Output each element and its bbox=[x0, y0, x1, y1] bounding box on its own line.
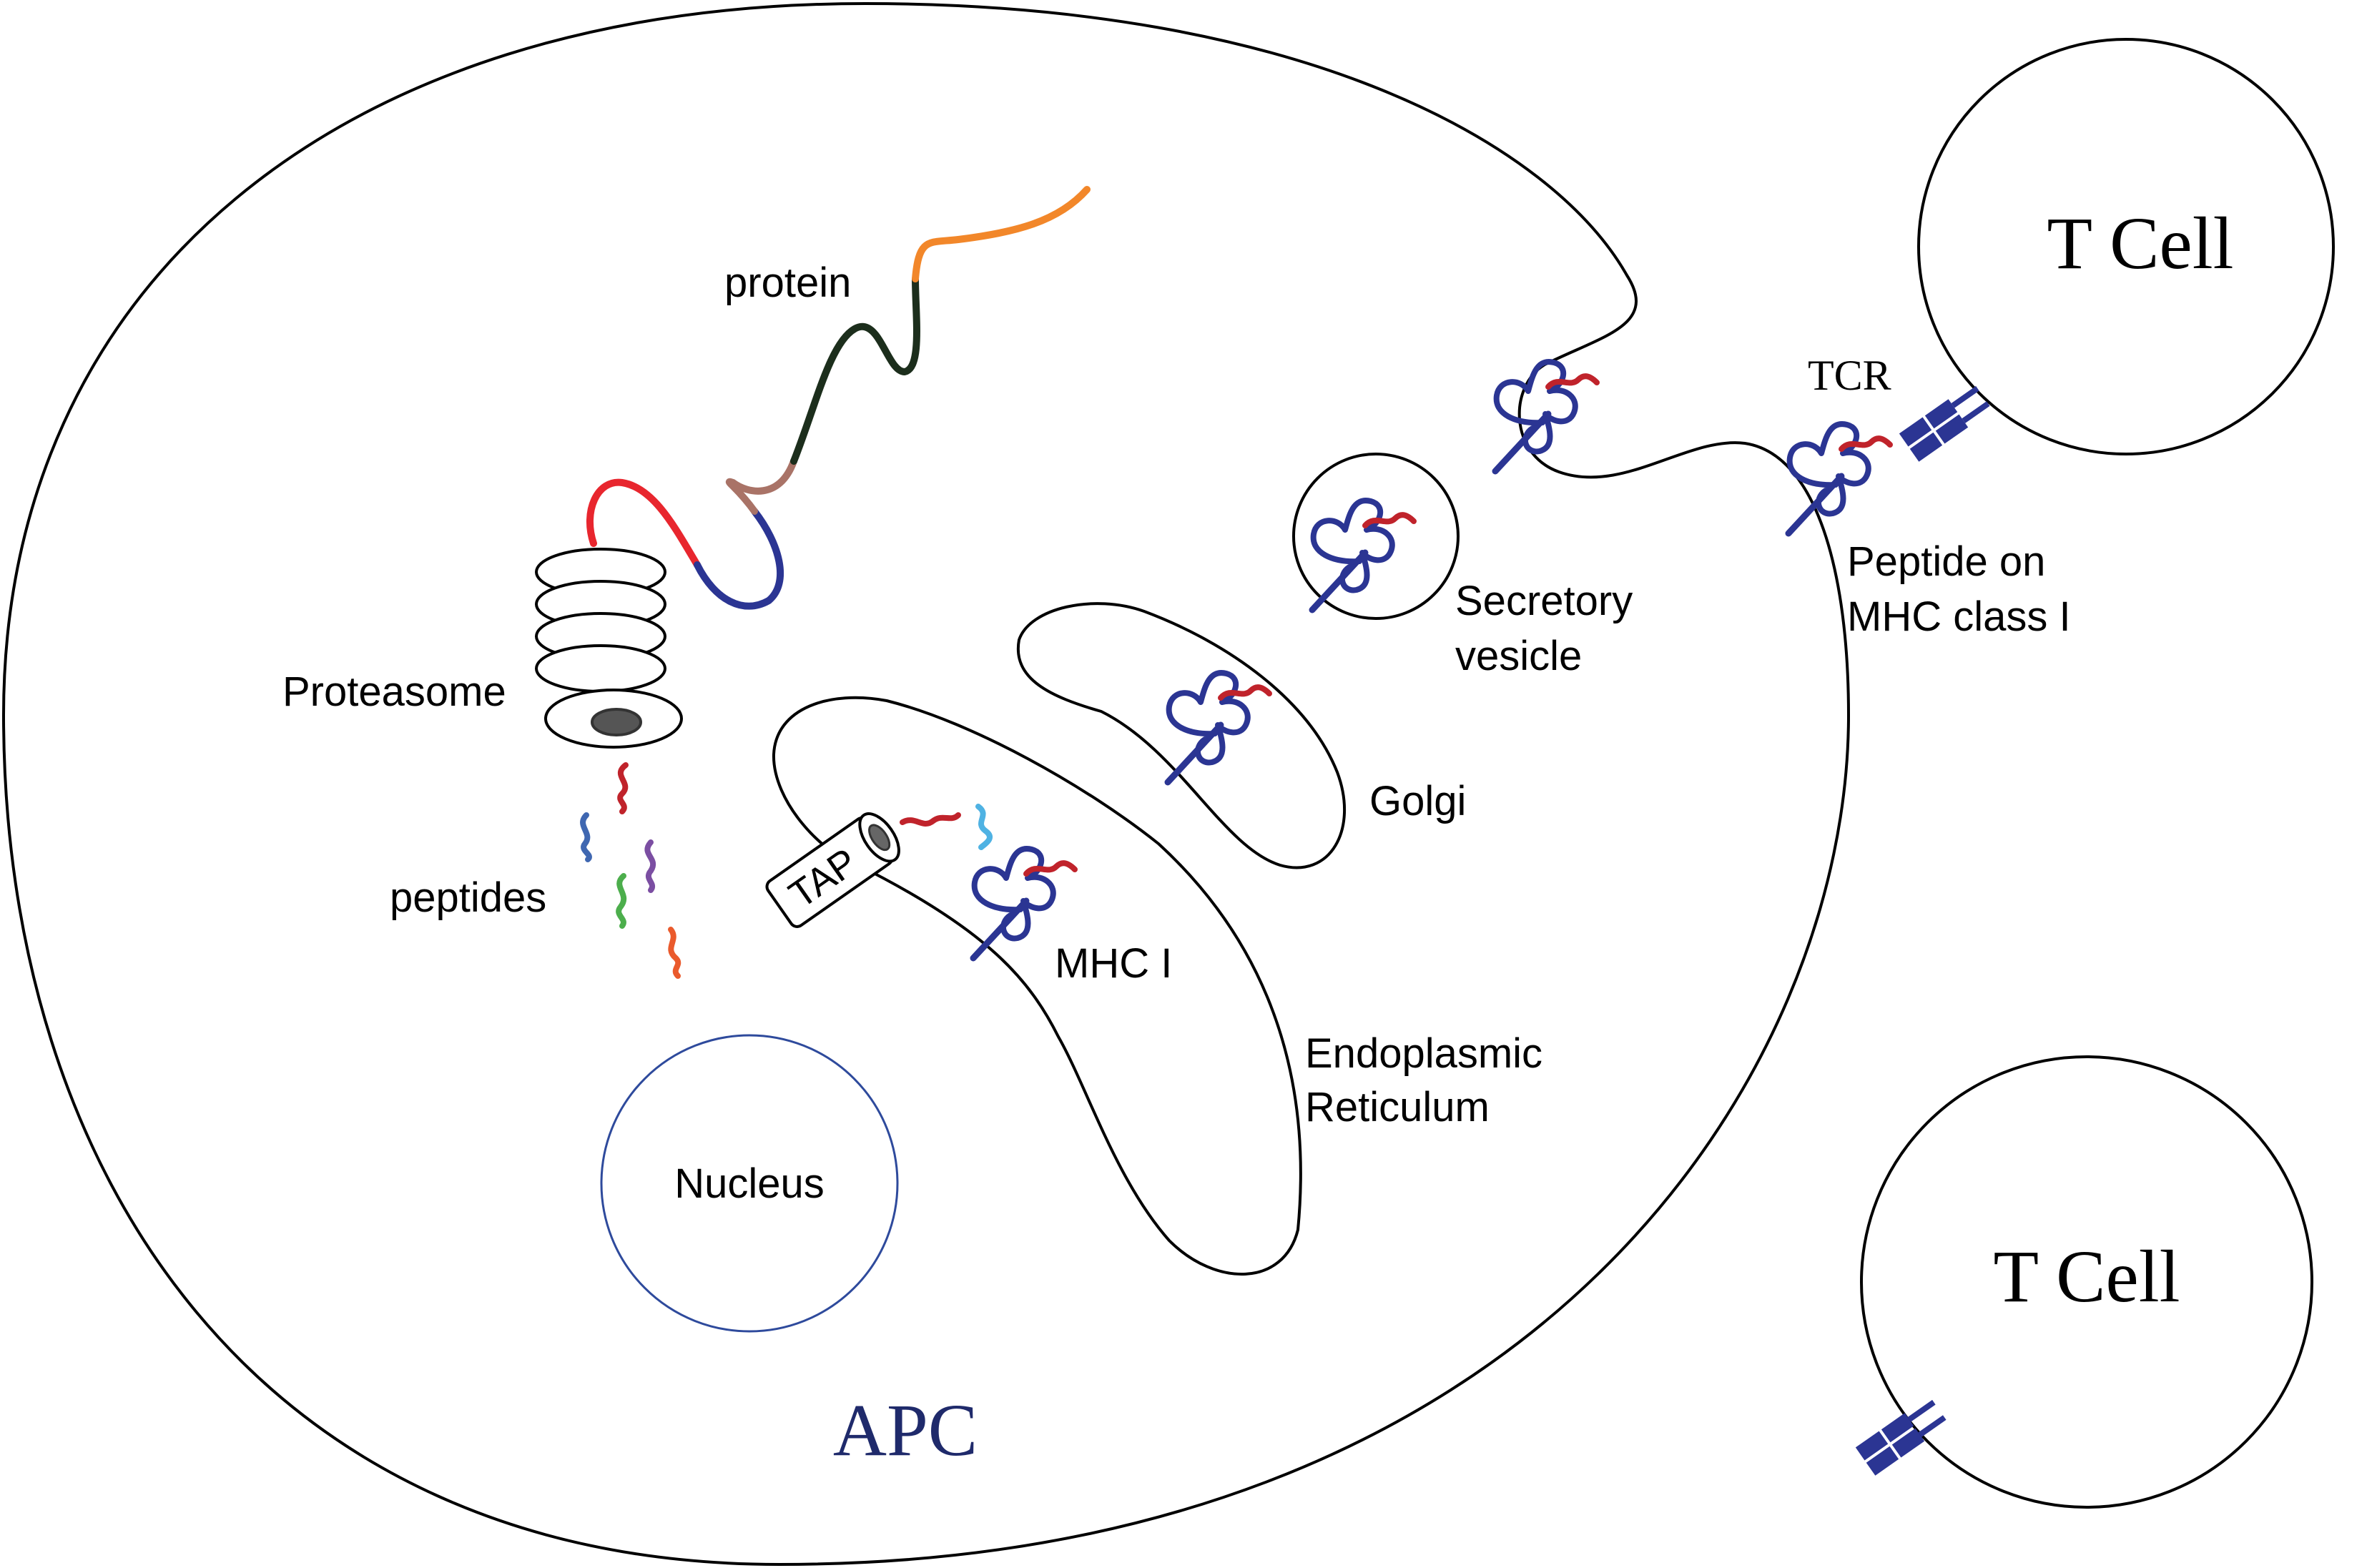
nucleus bbox=[600, 1034, 899, 1333]
mhc-in-vesicle bbox=[1312, 501, 1414, 610]
tcr-label: TCR bbox=[1808, 352, 1891, 399]
tap-transporter: TAP bbox=[765, 812, 900, 928]
peptide bbox=[617, 762, 629, 814]
peptides-label: peptides bbox=[390, 874, 546, 921]
mhc-in-golgi bbox=[1168, 673, 1269, 782]
peptide-mhc-label-line2: MHC class I bbox=[1847, 593, 2071, 640]
t-cell-bottom-label: T Cell bbox=[1994, 1236, 2180, 1318]
proteasome bbox=[535, 548, 683, 749]
t-cell-bottom bbox=[1860, 1055, 2313, 1509]
free-peptides bbox=[580, 762, 993, 979]
golgi bbox=[1016, 602, 1346, 869]
peptide bbox=[668, 927, 681, 979]
mhc-presenting-peptide bbox=[1788, 424, 1890, 533]
peptide bbox=[580, 812, 592, 862]
t-cell-top bbox=[1917, 38, 2335, 455]
secretory-vesicle bbox=[1292, 453, 1460, 620]
er-label-line2: Reticulum bbox=[1305, 1084, 1490, 1130]
vesicle-label-line2: vesicle bbox=[1455, 633, 1582, 679]
mhc1-label: MHC I bbox=[1055, 940, 1172, 987]
proteasome-label: Proteasome bbox=[282, 669, 506, 715]
peptide bbox=[616, 873, 627, 929]
er-label-line1: Endoplasmic bbox=[1305, 1030, 1542, 1077]
peptide bbox=[644, 839, 656, 893]
peptide bbox=[900, 812, 961, 827]
apc-membrane bbox=[1, 1, 1851, 1567]
endoplasmic-reticulum bbox=[772, 696, 1302, 1276]
protein-chain bbox=[586, 186, 1091, 610]
apc-label: APC bbox=[833, 1389, 978, 1471]
mhc-on-membrane bbox=[1495, 362, 1597, 471]
vesicle-label-line1: Secretory bbox=[1455, 578, 1633, 624]
peptide bbox=[975, 804, 993, 850]
protein-segment-orange bbox=[912, 186, 1091, 282]
peptide-mhc-label-line1: Peptide on bbox=[1847, 538, 2045, 585]
protein-segment-blue bbox=[694, 508, 784, 610]
nucleus-label: Nucleus bbox=[674, 1160, 825, 1207]
golgi-label: Golgi bbox=[1369, 778, 1466, 824]
protein-segment-mauve bbox=[725, 458, 797, 515]
protein-segment-darkgreen bbox=[790, 275, 920, 465]
protein-segment-red bbox=[586, 478, 701, 568]
t-cell-top-label: T Cell bbox=[2047, 202, 2234, 285]
protein-label: protein bbox=[724, 260, 851, 306]
